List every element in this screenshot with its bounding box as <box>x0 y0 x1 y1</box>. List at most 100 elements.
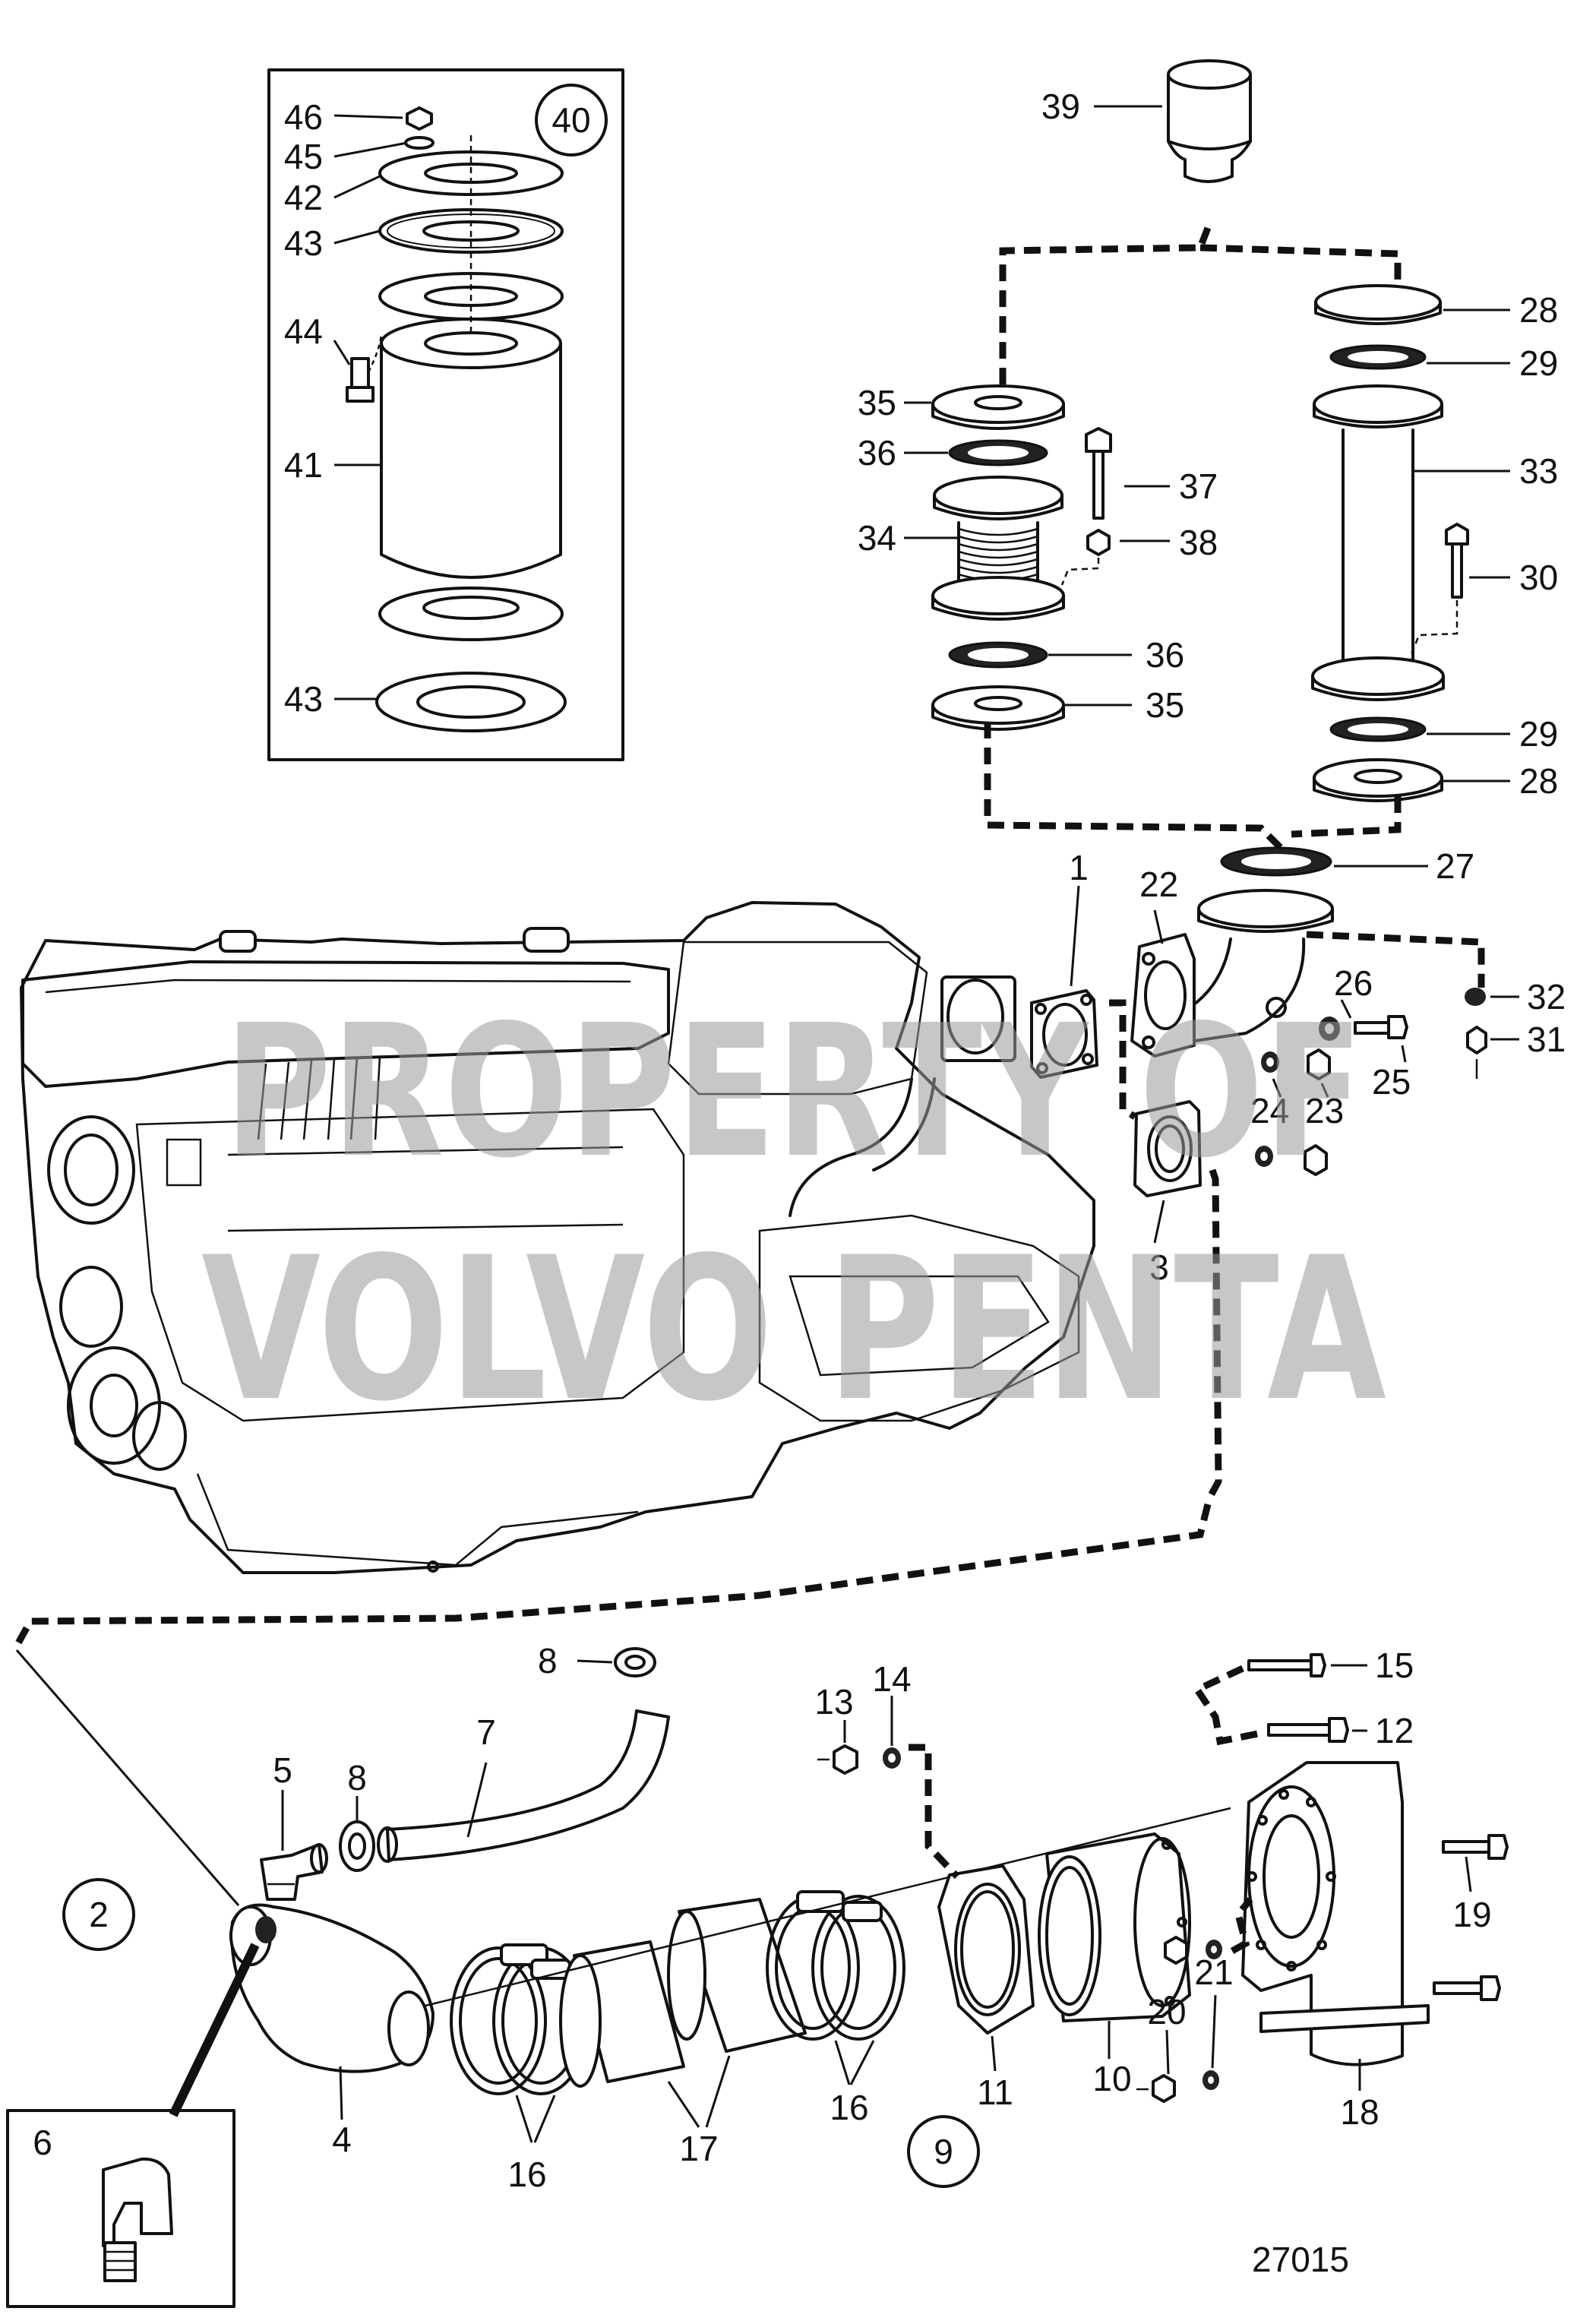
callout-36-bottom: 36 <box>1146 635 1184 675</box>
callout-circle-40 <box>535 84 608 157</box>
gasket-36-top <box>948 439 1048 466</box>
flange-35-top <box>931 384 1065 430</box>
nut-31 <box>1466 1026 1487 1079</box>
callout-42: 42 <box>284 178 323 217</box>
gasket-29-top <box>1329 344 1427 370</box>
flange-3 <box>1133 1100 1202 1197</box>
callout-15: 15 <box>1375 1646 1414 1685</box>
callout-circle-9 <box>907 2115 980 2188</box>
callout-39: 39 <box>1041 87 1080 126</box>
hose-clamps-16-right <box>766 1890 905 2041</box>
nut-23-upper <box>1307 1048 1331 1080</box>
flange-35-bottom <box>931 685 1065 731</box>
callout-28-bottom: 28 <box>1519 761 1558 801</box>
callout-37: 37 <box>1179 466 1218 506</box>
bolt-19-upper <box>1442 1834 1509 1860</box>
callout-16-left: 16 <box>507 2155 546 2194</box>
inset-box-40: 40 46 45 42 43 44 41 43 <box>267 68 624 761</box>
gasket-11 <box>937 1864 1035 2035</box>
washer-45 <box>404 136 435 150</box>
gasket-1 <box>1030 989 1098 1079</box>
callout-10: 10 <box>1092 2059 1131 2098</box>
callout-7: 7 <box>476 1712 496 1752</box>
washer-32 <box>1465 988 1486 1006</box>
callout-45: 45 <box>284 137 323 176</box>
bolt-15 <box>1247 1653 1326 1677</box>
elbow-fitting-5 <box>260 1843 328 1901</box>
callout-35-top: 35 <box>858 383 896 422</box>
callout-9: 9 <box>934 2132 953 2171</box>
callout-46: 46 <box>284 97 323 137</box>
callout-31: 31 <box>1527 1020 1566 1059</box>
callout-28-top: 28 <box>1519 290 1558 330</box>
inset-box-6 <box>6 1943 260 2308</box>
lower-exhaust-assembly: 7 8 8 5 4 <box>6 1503 1509 2308</box>
callout-13: 13 <box>814 1682 853 1722</box>
callout-44: 44 <box>284 311 323 351</box>
washer-24-lower <box>1255 1146 1273 1167</box>
callout-6: 6 <box>33 2123 52 2162</box>
callout-17: 17 <box>679 2129 718 2168</box>
exhaust-elbow-22 <box>1130 889 1334 1058</box>
muffler-bottom-flange <box>378 587 564 641</box>
callout-33: 33 <box>1519 451 1558 491</box>
callout-3: 3 <box>1149 1247 1169 1287</box>
rubber-sleeve-17a <box>559 1940 685 2088</box>
engine-outline <box>20 901 1095 1574</box>
callout-23: 23 <box>1305 1091 1344 1130</box>
upper-riser-assembly: 39 <box>858 59 1566 1503</box>
bellows-34 <box>931 476 1065 621</box>
washer-26 <box>1319 1017 1340 1041</box>
nut-23-lower <box>1304 1144 1328 1176</box>
flange-pipe-10 <box>1038 1832 1191 2022</box>
callout-5: 5 <box>273 1750 292 1790</box>
riser-pipe-33 <box>1311 384 1445 701</box>
flange-28-bottom <box>1313 758 1443 802</box>
exhaust-outlet-18 <box>1241 1761 1430 2066</box>
hose-7 <box>377 1709 670 1863</box>
callout-12: 12 <box>1375 1711 1414 1750</box>
watermark-line-1: PROPERTY OF <box>224 985 1364 1198</box>
callout-25: 25 <box>1372 1062 1411 1102</box>
callout-19: 19 <box>1452 1895 1491 1934</box>
figure-number: 27015 <box>1252 2240 1349 2279</box>
washer-24-upper <box>1261 1051 1279 1073</box>
callout-22: 22 <box>1139 865 1178 904</box>
callout-36-top: 36 <box>858 433 896 473</box>
nut-20-lower <box>1136 2074 1176 2103</box>
callout-43-bottom: 43 <box>284 679 323 719</box>
bolt-19-lower <box>1433 1975 1501 2001</box>
callout-2: 2 <box>89 1895 109 1934</box>
callout-26: 26 <box>1334 963 1373 1003</box>
callout-40: 40 <box>551 100 590 140</box>
callout-30: 30 <box>1519 558 1558 597</box>
nut-38 <box>1086 529 1111 556</box>
rubber-sleeve-17b <box>667 1898 807 2053</box>
gasket-29-bottom <box>1329 716 1427 742</box>
callout-14: 14 <box>872 1659 911 1699</box>
callout-34: 34 <box>858 518 896 558</box>
muffler-body-41 <box>380 135 562 579</box>
bolt-44 <box>346 334 383 403</box>
washer-14 <box>883 1747 901 1769</box>
hose-clamp-8-top <box>614 1647 656 1677</box>
callout-21: 21 <box>1194 1952 1233 1992</box>
bolt-12 <box>1267 1717 1349 1743</box>
bolt-37 <box>1085 427 1112 520</box>
callout-8-lower: 8 <box>347 1758 367 1798</box>
bolt-30 <box>1408 523 1469 659</box>
exhaust-bend-4 <box>229 1903 435 2073</box>
callout-20: 20 <box>1147 1992 1186 2032</box>
watermark: PROPERTY OF VOLVO PENTA <box>201 985 1387 1445</box>
callout-circle-2 <box>62 1878 135 1951</box>
callout-4: 4 <box>332 2120 352 2159</box>
hose-clamp-8-lower <box>339 1820 375 1872</box>
callout-1: 1 <box>1069 848 1089 887</box>
callout-18: 18 <box>1340 2092 1379 2132</box>
callout-41: 41 <box>284 445 323 485</box>
watermark-line-2: VOLVO PENTA <box>201 1216 1387 1445</box>
gasket-43-bottom <box>375 672 567 732</box>
gasket-27 <box>1220 846 1332 877</box>
callout-29-top: 29 <box>1519 343 1558 383</box>
